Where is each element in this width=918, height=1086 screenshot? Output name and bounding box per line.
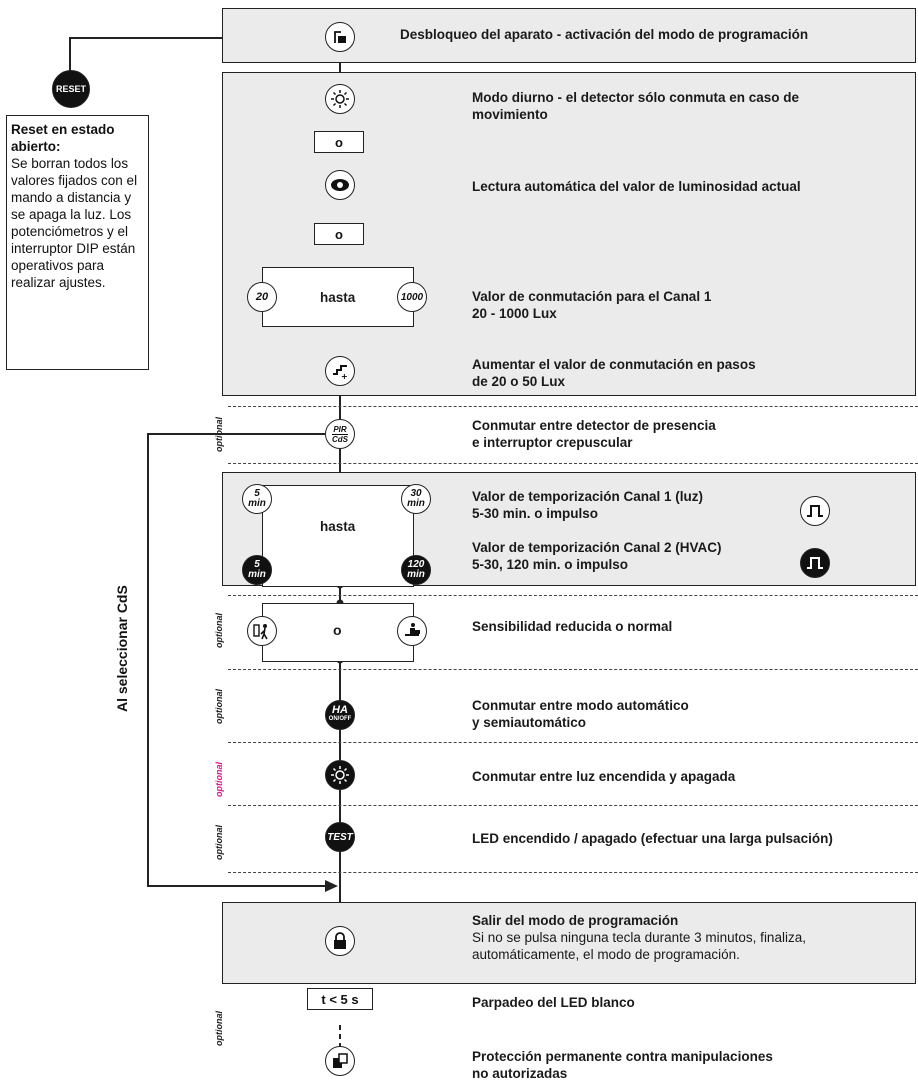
normal-sensitivity-icon <box>397 616 427 646</box>
reset-title: Reset en estado abierto: <box>11 122 115 154</box>
day-mode-text: Modo diurno - el detector sólo conmuta e… <box>472 89 799 123</box>
min-value-circle: 20 <box>247 282 277 312</box>
increase-text: Aumentar el valor de conmutación en paso… <box>472 356 756 390</box>
max-value-circle: 1000 <box>397 282 427 312</box>
ha-onoff-icon: HA ON/OFF <box>325 700 355 730</box>
optional-label-sensitivity: optional <box>214 613 224 648</box>
sensitivity-box <box>262 603 414 662</box>
pir-line1: Conmutar entre detector de presencia <box>472 418 716 433</box>
reduced-sensitivity-icon <box>247 616 277 646</box>
day-mode-line1: Modo diurno - el detector sólo conmuta e… <box>472 90 800 105</box>
reset-info-box: Reset en estado abierto: Se borran todos… <box>6 115 149 370</box>
exit-line2: Si no se pulsa ninguna tecla durante 3 m… <box>472 930 806 945</box>
optional-label-test: optional <box>214 825 224 860</box>
timer-unit: min <box>407 569 425 580</box>
timer-unit: min <box>248 498 266 509</box>
protect-line1: Protección permanente contra manipulacio… <box>472 1049 773 1064</box>
optional-label-blink: optional <box>214 1011 224 1046</box>
timer-box <box>262 485 414 587</box>
reset-button[interactable]: RESET <box>52 70 90 108</box>
timer-unit: min <box>407 498 425 509</box>
optional-label-light: optional <box>214 762 224 797</box>
pulse-icon <box>800 496 830 526</box>
pir-cds-icon: PIR CdS <box>325 419 355 449</box>
pir-label: PIR <box>333 424 347 434</box>
timer-ch1-min-value: 5 <box>254 488 260 499</box>
timer-ch2-min-value: 5 <box>254 559 260 570</box>
ha-line1: Conmutar entre modo automático <box>472 698 689 713</box>
increase-line1: Aumentar el valor de conmutación en paso… <box>472 357 756 372</box>
ha-line2: y semiautomático <box>472 715 587 730</box>
day-mode-icon <box>325 84 355 114</box>
lock-icon <box>325 926 355 956</box>
protection-icon <box>325 1046 355 1076</box>
exit-line3: automáticamente, el modo de programación… <box>472 947 740 962</box>
reset-body: Se borran todos los valores fijados con … <box>11 156 138 290</box>
optional-label-ha: optional <box>214 689 224 724</box>
ha-text: Conmutar entre modo automático y semiaut… <box>472 697 689 731</box>
timer-ch2-max-value: 120 <box>407 559 425 570</box>
timer-ch2-line1: Valor de temporización Canal 2 (HVAC) <box>472 540 722 555</box>
timer-unit: min <box>248 569 266 580</box>
switch-value-line2: 20 - 1000 Lux <box>472 306 557 321</box>
timer-mid: hasta <box>320 519 356 534</box>
switch-value-box <box>262 267 414 327</box>
switch-value-text: Valor de conmutación para el Canal 1 20 … <box>472 288 711 322</box>
cds-label: CdS <box>332 433 348 444</box>
timer-ch1-max-value: 30 <box>410 488 422 499</box>
switch-value-mid: hasta <box>320 290 356 305</box>
day-mode-line2: movimiento <box>472 107 548 122</box>
light-text: Conmutar entre luz encendida y apagada <box>472 769 736 784</box>
svg-text:+: + <box>341 372 348 380</box>
pir-text: Conmutar entre detector de presencia e i… <box>472 417 716 451</box>
protect-line2: no autorizadas <box>472 1066 568 1081</box>
auto-read-text: Lectura automática del valor de luminosi… <box>472 179 801 194</box>
pir-line2: e interruptor crepuscular <box>472 435 633 450</box>
timer-ch1-line2: 5-30 min. o impulso <box>472 506 599 521</box>
optional-label-pir: optional <box>214 417 224 452</box>
cds-side-label: Al seleccionar CdS <box>114 585 130 712</box>
light-toggle-icon <box>325 760 355 790</box>
time-box: t < 5 s <box>307 988 373 1010</box>
onoff-label: ON/OFF <box>328 716 352 722</box>
switch-value-line1: Valor de conmutación para el Canal 1 <box>472 289 712 304</box>
timer-ch2-text: Valor de temporización Canal 2 (HVAC) 5-… <box>472 539 722 573</box>
button-press-box-1: o <box>314 131 364 153</box>
blink-text: Parpadeo del LED blanco <box>472 995 635 1010</box>
pulse-filled-icon <box>800 548 830 578</box>
button-press-box-2: o <box>314 223 364 245</box>
test-text: LED encendido / apagado (efectuar una la… <box>472 831 833 846</box>
timer-ch1-line1: Valor de temporización Canal 1 (luz) <box>472 489 704 504</box>
sensitivity-text: Sensibilidad reducida o normal <box>472 619 673 634</box>
sensitivity-o: o <box>333 622 342 638</box>
step-increase-icon: + <box>325 356 355 386</box>
timer-ch2-line2: 5-30, 120 min. o impulso <box>472 557 629 572</box>
increase-line2: de 20 o 50 Lux <box>472 374 566 389</box>
header-title: Desbloqueo del aparato - activación del … <box>400 27 809 42</box>
exit-line1: Salir del modo de programación <box>472 913 679 928</box>
unlock-icon <box>325 22 355 52</box>
timer-ch1-text: Valor de temporización Canal 1 (luz) 5-3… <box>472 488 703 522</box>
protect-text: Protección permanente contra manipulacio… <box>472 1048 773 1082</box>
ha-label: HA <box>332 704 348 716</box>
eye-icon <box>325 170 355 200</box>
test-icon: TEST <box>325 822 355 852</box>
exit-text: Salir del modo de programación Si no se … <box>472 912 806 963</box>
